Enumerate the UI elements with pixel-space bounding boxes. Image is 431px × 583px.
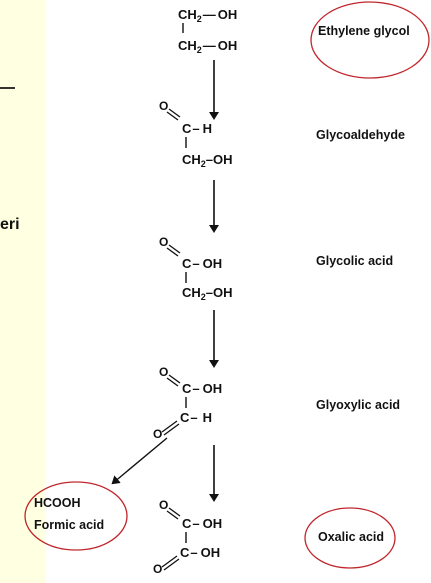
svg-text:O: O [153,562,162,576]
svg-text:C–H: C–H [182,121,212,136]
diagram-panel [46,0,431,583]
highlight-circle-oxalic-acid [304,507,396,569]
svg-text:CH2–OH: CH2–OH [182,152,233,169]
label-formic-acid-formula: HCOOH [34,496,81,510]
svg-text:O: O [159,498,168,512]
svg-text:O: O [159,99,168,113]
highlight-circle-formic-acid [24,481,128,551]
highlight-circle-ethylene-glycol [310,1,430,79]
svg-text:CH2–OH: CH2–OH [182,285,233,302]
structure-glyoxylic-acid: O C–OH C–H O [153,365,222,441]
divider-line [0,87,15,89]
structure-glycolic-acid: O C–OH CH2–OH [159,235,233,302]
label-ethylene-glycol: Ethylene glycol [318,24,410,38]
structure-glycoaldehyde: O C–H CH2–OH [159,99,233,169]
label-glycoaldehyde: Glycoaldehyde [316,128,405,142]
svg-text:C–OH: C–OH [180,545,220,560]
svg-text:O: O [159,235,168,249]
arrow-to-formic-acid [111,437,168,485]
structure-ethylene-glycol: CH2—OH CH2—OH [178,7,237,55]
label-oxalic-acid: Oxalic acid [318,530,385,544]
structure-oxalic-acid: O C–OH C–OH O [153,498,222,576]
side-text-fragment: eri [0,216,20,233]
svg-text:CH2—OH: CH2—OH [178,7,237,24]
svg-text:C–H: C–H [180,410,212,425]
label-glycolic-acid: Glycolic acid [316,254,394,268]
svg-text:O: O [159,365,168,379]
svg-text:C–OH: C–OH [182,516,222,531]
svg-text:CH2—OH: CH2—OH [178,38,237,55]
label-formic-acid: Formic acid [34,518,105,532]
svg-text:C–OH: C–OH [182,381,222,396]
svg-text:C–OH: C–OH [182,256,222,271]
svg-text:O: O [153,427,162,441]
label-glyoxylic-acid: Glyoxylic acid [316,398,401,412]
